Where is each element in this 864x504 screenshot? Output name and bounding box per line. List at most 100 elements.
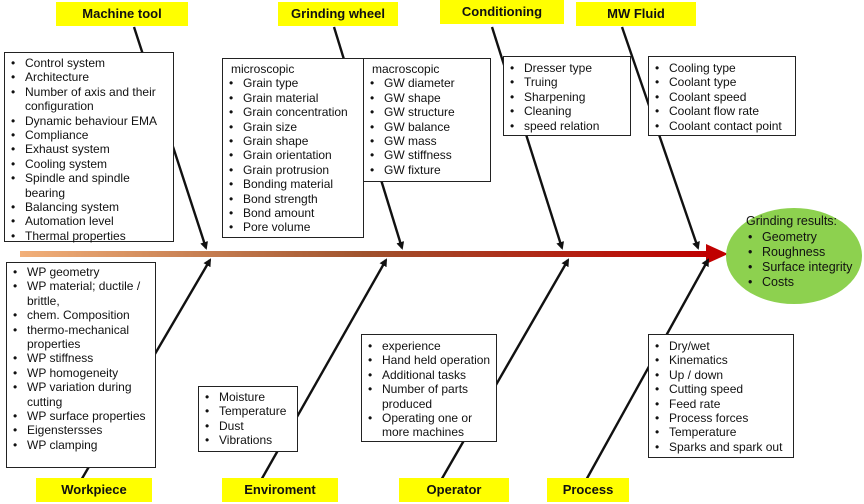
list-item: Thermal properties [5,229,173,244]
list-item: Balancing system [5,200,173,215]
macroscopic-list: GW diameter GW shape GW structure GW bal… [364,76,490,177]
list-item: WP surface properties [7,409,155,424]
list-item: Spindle and spindle bearing [5,171,173,200]
list-item: Pore volume [223,220,363,235]
macroscopic-title: macroscopic [372,62,440,76]
list-item: Exhaust system [5,142,173,157]
enviroment-list: Moisture Temperature Dust Vibrations [199,390,297,448]
list-item: Additional tasks [362,368,496,383]
operator-bone [438,258,570,483]
list-item: GW structure [364,105,490,120]
list-item: Coolant contact point [649,119,795,134]
list-item: Cutting speed [649,382,793,397]
list-item: Temperature [649,425,793,440]
list-item: Coolant flow rate [649,104,795,119]
list-item: Number of parts produced [362,382,496,411]
list-item: Grain material [223,91,363,106]
list-item: Coolant speed [649,90,795,105]
list-item: chem. Composition [7,308,155,323]
list-item: Operating one or more machines [362,411,496,440]
operator-header: Operator [399,478,509,502]
list-item: Temperature [199,404,297,419]
process-bone [583,258,710,483]
list-item: Compliance [5,128,173,143]
list-item: Truing [504,75,630,90]
enviroment-factors: Moisture Temperature Dust Vibrations [198,386,298,452]
list-item: WP variation during cutting [7,380,155,409]
list-item: Sharpening [504,90,630,105]
list-item: Cleaning [504,104,630,119]
list-item: Dynamic behaviour EMA [5,114,173,129]
operator-factors: experience Hand held operation Additiona… [361,334,497,442]
workpiece-header: Workpiece [36,478,152,502]
list-item: Bond strength [223,192,363,207]
list-item: Roughness [746,245,852,260]
process-list: Dry/wet Kinematics Up / down Cutting spe… [649,339,793,455]
list-item: WP stiffness [7,351,155,366]
conditioning-factors: Dresser type Truing Sharpening Cleaning … [503,56,631,136]
list-item: Sparks and spark out [649,440,793,455]
list-item: Dresser type [504,61,630,76]
list-item: GW stiffness [364,148,490,163]
list-item: Process forces [649,411,793,426]
list-item: speed relation [504,119,630,134]
list-item: WP geometry [7,265,155,280]
list-item: Grain type [223,76,363,91]
list-item: GW shape [364,91,490,106]
enviroment-header: Enviroment [222,478,338,502]
list-item: Grain concentration [223,105,363,120]
list-item: GW mass [364,134,490,149]
list-item: Grain shape [223,134,363,149]
list-item: WP homogeneity [7,366,155,381]
list-item: GW diameter [364,76,490,91]
machine-tool-header: Machine tool [56,2,188,26]
list-item: Up / down [649,368,793,383]
workpiece-factors: WP geometry WP material; ductile / britt… [6,262,156,468]
list-item: Control system [5,56,173,71]
process-header: Process [547,478,629,502]
workpiece-list: WP geometry WP material; ductile / britt… [7,265,155,453]
list-item: Moisture [199,390,297,405]
list-item: Dry/wet [649,339,793,354]
list-item: thermo-mechanical properties [7,323,155,352]
microscopic-title: microscopic [231,62,295,76]
list-item: experience [362,339,496,354]
list-item: Grain protrusion [223,163,363,178]
list-item: GW fixture [364,163,490,178]
mw-fluid-list: Cooling type Coolant type Coolant speed … [649,61,795,133]
list-item: Number of axis and their configuration [5,85,173,114]
conditioning-header: Conditioning [440,0,564,24]
list-item: Kinematics [649,353,793,368]
spine-arrow [20,244,728,264]
grinding-results-list: Geometry Roughness Surface integrity Cos… [746,230,852,290]
list-item: Hand held operation [362,353,496,368]
mw-fluid-header: MW Fluid [576,2,696,26]
list-item: WP clamping [7,438,155,453]
microscopic-list: Grain type Grain material Grain concentr… [223,76,363,235]
list-item: Eigenstersses [7,423,155,438]
machine-tool-factors: Control system Architecture Number of ax… [4,52,174,244]
grinding-wheel-header: Grinding wheel [278,2,398,26]
list-item: Dust [199,419,297,434]
list-item: WP material; ductile / brittle, [7,279,155,308]
conditioning-list: Dresser type Truing Sharpening Cleaning … [504,61,630,133]
list-item: GW balance [364,120,490,135]
grinding-results-title: Grinding results: [746,214,838,228]
list-item: Automation level [5,214,173,229]
list-item: Surface integrity [746,260,852,275]
list-item: Feed rate [649,397,793,412]
list-item: Geometry [746,230,852,245]
list-item: Costs [746,275,852,290]
list-item: Cooling type [649,61,795,76]
machine-tool-list: Control system Architecture Number of ax… [5,56,173,244]
list-item: Bond amount [223,206,363,221]
grinding-results: Grinding results: Geometry Roughness Sur… [726,208,862,304]
list-item: Coolant type [649,75,795,90]
operator-list: experience Hand held operation Additiona… [362,339,496,440]
list-item: Bonding material [223,177,363,192]
list-item: Vibrations [199,433,297,448]
list-item: Grain size [223,120,363,135]
list-item: Grain orientation [223,148,363,163]
grinding-wheel-microscopic: microscopic Grain type Grain material Gr… [222,58,364,238]
grinding-wheel-macroscopic: macroscopic GW diameter GW shape GW stru… [363,58,491,182]
